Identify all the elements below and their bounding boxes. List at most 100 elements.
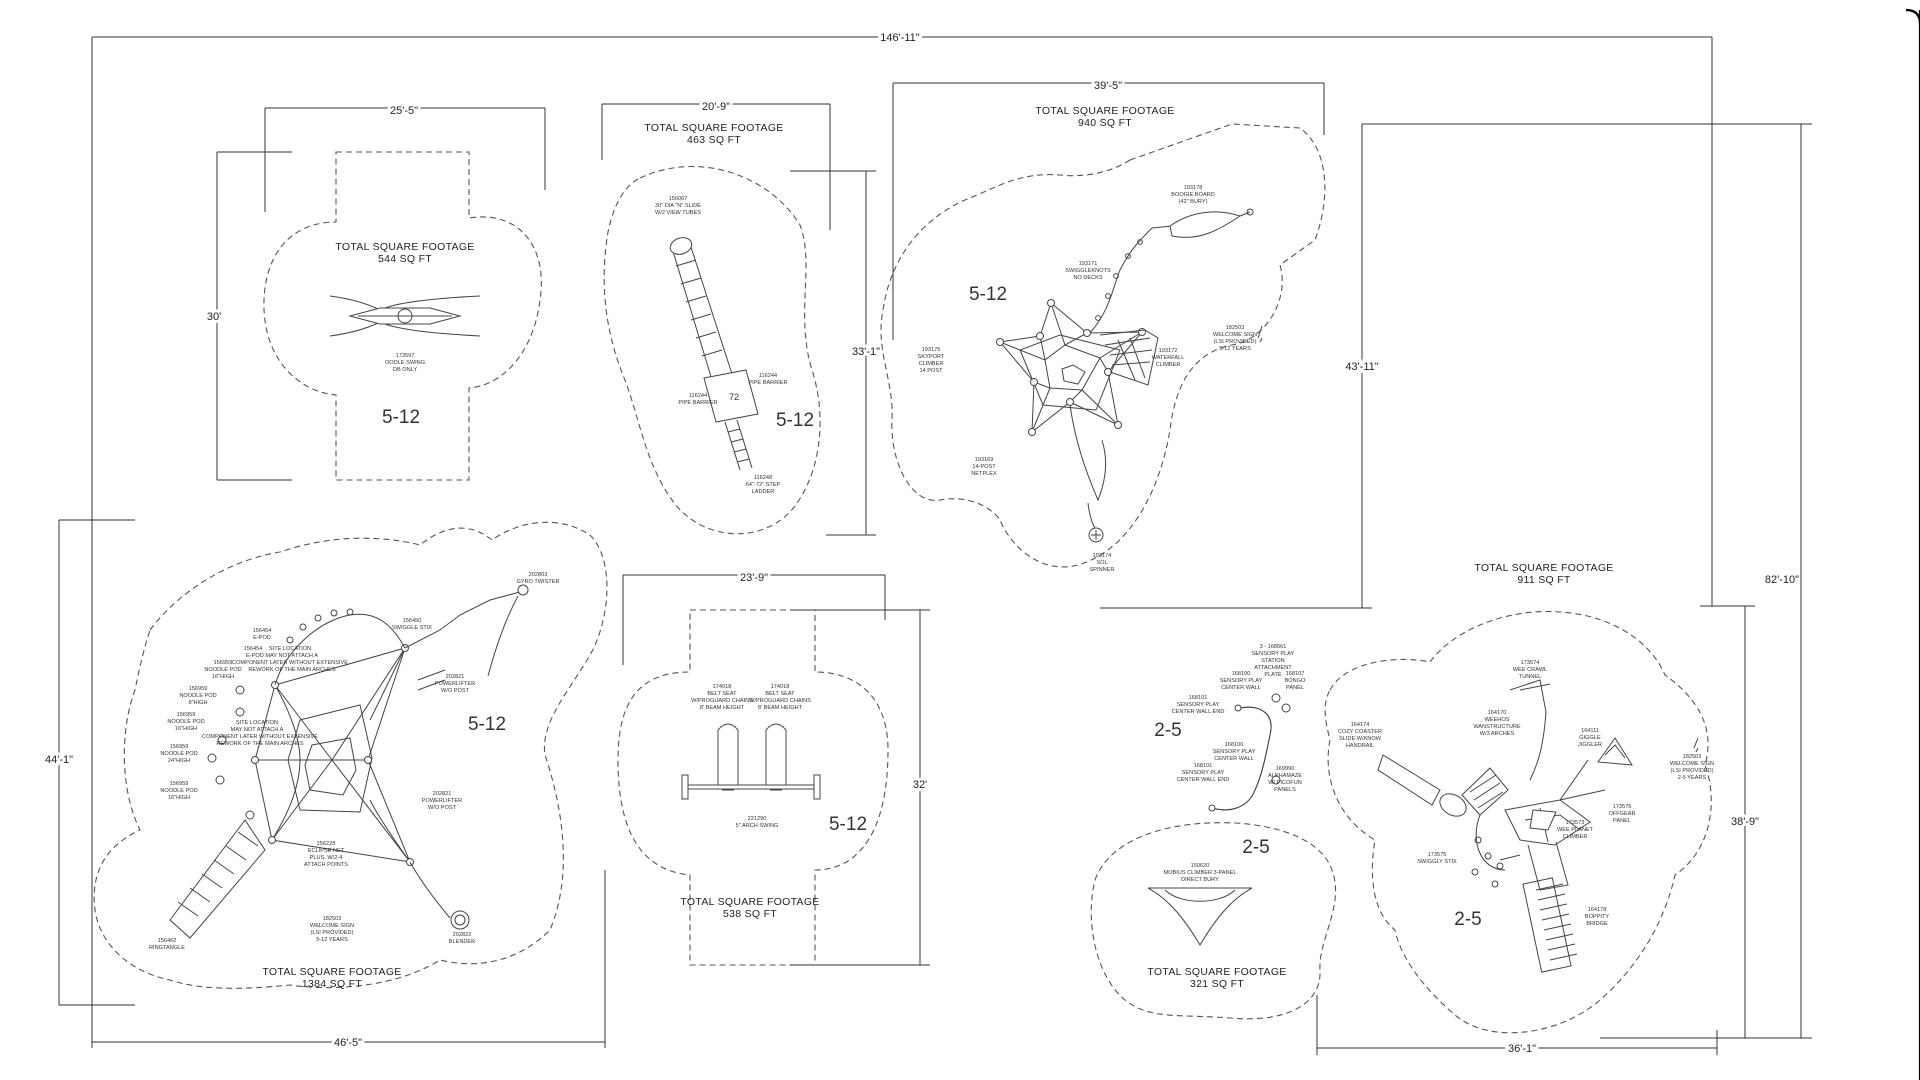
- zone-4-label-noodle-pod-3: 156959 NOODLE POD 16"HIGH: [167, 712, 204, 732]
- svg-text:156454: 156454: [244, 646, 263, 652]
- svg-text:BOOGIE BOARD: BOOGIE BOARD: [1171, 192, 1215, 198]
- zone-4-area-label: TOTAL SQUARE FOOTAGE: [262, 966, 401, 978]
- svg-text:W/3 ARCHES: W/3 ARCHES: [1480, 731, 1515, 737]
- zone-1-width-dim: 25'-5": [390, 105, 418, 117]
- svg-text:168100: 168100: [1232, 671, 1251, 677]
- svg-text:SOL: SOL: [1096, 560, 1107, 566]
- svg-text:PANELS: PANELS: [1274, 787, 1296, 793]
- svg-text:W/ PICOFUN: W/ PICOFUN: [1268, 780, 1302, 786]
- zone-6-age-range-lower: 2-5: [1242, 837, 1269, 858]
- svg-text:REWORK OF THE MAIN ARCHES: REWORK OF THE MAIN ARCHES: [248, 667, 335, 673]
- zone-4-label-eclipse-net: 256228 ECLIPSE NET PLUS, W/2-4 ATTACH PO…: [304, 841, 348, 868]
- svg-text:202803: 202803: [529, 572, 548, 578]
- svg-text:PIPE BARRIER: PIPE BARRIER: [748, 380, 787, 386]
- svg-text:DIRECT BURY: DIRECT BURY: [1181, 877, 1219, 883]
- zone-5-height-dim: 32': [913, 779, 927, 791]
- svg-text:174018: 174018: [713, 684, 732, 690]
- svg-text:(42" BURY): (42" BURY): [1179, 199, 1208, 205]
- zone-5-label-belt-seat-2: 174018 BELT SEAT W/PROGUARD CHAINS 8' BE…: [749, 684, 811, 711]
- svg-text:SLIDE W/KNOW: SLIDE W/KNOW: [1339, 736, 1382, 742]
- svg-text:156959: 156959: [189, 686, 208, 692]
- svg-text:8"HIGH: 8"HIGH: [188, 700, 207, 706]
- zone-3-label-swiggleknots: 193171 SWIGGLEKNOTS NO DECKS: [1065, 261, 1111, 281]
- svg-text:MAY NOT ATTACH A: MAY NOT ATTACH A: [231, 727, 284, 733]
- svg-text:W/O POST: W/O POST: [428, 805, 457, 811]
- zone-4-label-ringtangle: 156462 RINGTANGLE: [149, 938, 185, 951]
- zone-7-width-dim: 36'-1": [1508, 1043, 1536, 1055]
- svg-text:193175: 193175: [922, 347, 941, 353]
- zone-3-label-skyport: 193175 SKYPORT CLIMBER 14 POST: [918, 347, 945, 374]
- svg-text:COMPONENT LATER WITHOUT EXTENS: COMPONENT LATER WITHOUT EXTENSIVE: [232, 660, 348, 666]
- zone-2-label-ladder: 116248 64"-72" STEP LADDER: [746, 475, 781, 495]
- svg-text:SKYPORT: SKYPORT: [918, 354, 945, 360]
- svg-text:168101: 168101: [1189, 695, 1208, 701]
- svg-text:SENSORY PLAY: SENSORY PLAY: [1177, 702, 1220, 708]
- svg-text:2-5 YEARS: 2-5 YEARS: [1678, 775, 1707, 781]
- svg-text:REWORK OF THE MAIN ARCHES: REWORK OF THE MAIN ARCHES: [216, 741, 303, 747]
- eclipse-net-equipment: [169, 584, 529, 939]
- zone-7-label-cozy-coaster: 164174 COZY COASTER SLIDE W/KNOW HANDRAI…: [1338, 722, 1382, 749]
- svg-text:182503: 182503: [323, 916, 342, 922]
- svg-text:8' BEAM HEIGHT: 8' BEAM HEIGHT: [758, 705, 803, 711]
- svg-text:(LSI PROVIDED): (LSI PROVIDED): [311, 930, 354, 936]
- svg-text:16"HIGH: 16"HIGH: [168, 795, 190, 801]
- svg-text:14-POST: 14-POST: [972, 464, 996, 470]
- svg-text:173574: 173574: [1521, 660, 1540, 666]
- svg-text:156462: 156462: [158, 938, 177, 944]
- svg-text:193172: 193172: [1159, 348, 1178, 354]
- zone-4-label-noodle-pod-1: 156959 NOODLE POD 16"HIGH: [204, 660, 241, 680]
- svg-text:SENSORY PLAY: SENSORY PLAY: [1220, 678, 1263, 684]
- svg-text:164170: 164170: [1488, 710, 1507, 716]
- svg-text:182503: 182503: [1683, 754, 1702, 760]
- zone-4-label-powerlifter-2: 202821 POWERLIFTER W/O POST: [422, 791, 462, 811]
- svg-text:E-POD: E-POD: [253, 635, 271, 641]
- svg-text:173573: 173573: [1566, 820, 1585, 826]
- zone-4-area-value: 1384 SQ FT: [302, 978, 362, 990]
- zone-5-belt-swings: 23'-9" 32' TOTAL SQUARE FOOTAGE 538 SQ F…: [617, 569, 930, 966]
- zone-5-label-belt-seat-1: 174018 BELT SEAT W/PROGUARD CHAINS 8' BE…: [691, 684, 753, 711]
- svg-text:164111: 164111: [1581, 728, 1599, 734]
- zone-3-height-dim: 43'-11": [1345, 361, 1378, 373]
- svg-text:CLIMBER: CLIMBER: [1156, 362, 1181, 368]
- svg-text:NETPLEX: NETPLEX: [971, 471, 997, 477]
- zone-4-label-epod: 156454 E-POD: [253, 628, 272, 641]
- svg-text:24"HIGH: 24"HIGH: [168, 758, 190, 764]
- svg-text:MOBIUS CLIMBER 3-PANEL: MOBIUS CLIMBER 3-PANEL: [1164, 870, 1237, 876]
- svg-text:NOODLE POD: NOODLE POD: [204, 667, 241, 673]
- zone-1-area-label: TOTAL SQUARE FOOTAGE: [335, 241, 474, 253]
- zone-7-height-dim: 38'-9": [1731, 816, 1759, 828]
- zone-7-label-wee-crawl: 173574 WEE CRAWL TUNNEL: [1513, 660, 1547, 680]
- zone-4-label-noodle-pod-5: 156959 NOODLE POD 16"HIGH: [160, 781, 197, 801]
- svg-text:193174: 193174: [1093, 553, 1112, 559]
- zone-5-width-dim: 23'-9": [740, 572, 768, 584]
- zone-6-age-range-upper: 2-5: [1154, 720, 1181, 741]
- svg-text:SENSORY PLAY: SENSORY PLAY: [1182, 770, 1225, 776]
- svg-text:202821: 202821: [433, 791, 452, 797]
- svg-text:WANSTRUCTURE: WANSTRUCTURE: [1473, 724, 1521, 730]
- svg-text:CLIMBER: CLIMBER: [1563, 834, 1588, 840]
- zone-5-area-value: 538 SQ FT: [723, 908, 777, 920]
- zone-6-label-bongo-panel: 168107 BONGO PANEL: [1285, 671, 1306, 691]
- svg-text:182503: 182503: [1226, 325, 1245, 331]
- zone-4-label-site-location-1: 156454 SITE LOCATION E-POD MAY NOT ATTAC…: [232, 646, 348, 673]
- svg-text:(LSI PROVIDED): (LSI PROVIDED): [1671, 768, 1714, 774]
- svg-text:193171: 193171: [1079, 261, 1098, 267]
- zone-7-area-value: 911 SQ FT: [1517, 574, 1571, 586]
- svg-text:202821: 202821: [446, 674, 465, 680]
- svg-text:8' BEAM HEIGHT: 8' BEAM HEIGHT: [700, 705, 745, 711]
- svg-text:5-12 YEARS: 5-12 YEARS: [316, 937, 348, 943]
- svg-text:221290: 221290: [748, 816, 767, 822]
- svg-text:ATTACHMENT: ATTACHMENT: [1254, 665, 1292, 671]
- svg-text:156454: 156454: [253, 628, 272, 634]
- zone-6-label-station-plate: 3 - 168661 SENSORY PLAY STATION ATTACHME…: [1252, 644, 1295, 678]
- svg-text:WELCOME SIGN: WELCOME SIGN: [1670, 761, 1714, 767]
- svg-text:SENSORY PLAY: SENSORY PLAY: [1252, 651, 1295, 657]
- svg-text:SWIGGLY STIX: SWIGGLY STIX: [1417, 859, 1457, 865]
- zone-2-slide: 20'-9" 33'-1" TOTAL SQUARE FOOTAGE 463 S…: [601, 98, 883, 536]
- zone-2-area-value: 463 SQ FT: [687, 134, 741, 146]
- svg-text:156959: 156959: [214, 660, 233, 666]
- svg-text:HANDRAIL: HANDRAIL: [1346, 743, 1374, 749]
- sheet-frame-corner: [1905, 8, 1920, 25]
- svg-text:16"HIGH: 16"HIGH: [175, 726, 197, 732]
- svg-text:PIPE BARRIER: PIPE BARRIER: [678, 400, 717, 406]
